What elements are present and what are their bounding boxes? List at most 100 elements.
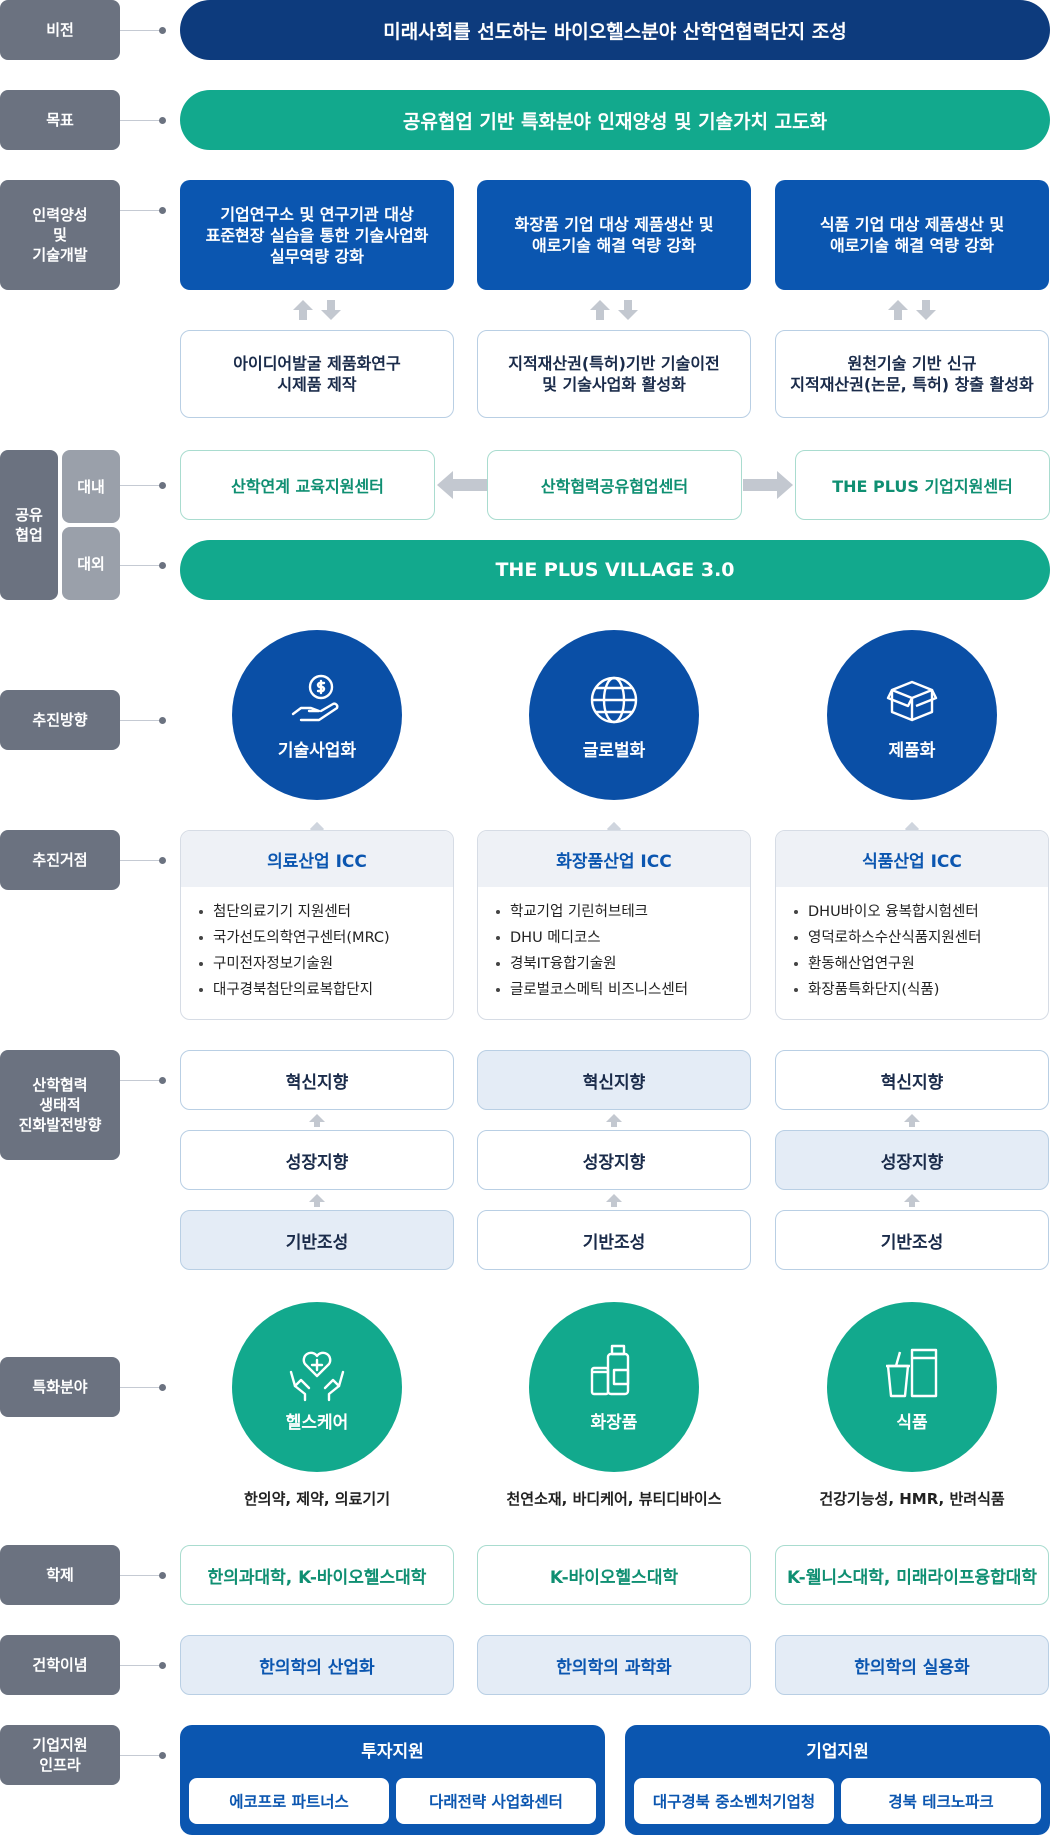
icc-item: 글로벌코스메틱 비즈니스센터 xyxy=(496,977,750,1003)
row-label-collab: 공유 협업 xyxy=(0,450,58,600)
connector xyxy=(120,1387,162,1388)
icc-item: 첨단의료기기 지원센터 xyxy=(199,899,453,925)
connector-dot xyxy=(159,117,166,124)
row-label-special: 특화분야 xyxy=(0,1357,120,1417)
connector xyxy=(120,30,162,31)
direction-label-3: 제품화 xyxy=(888,740,936,761)
row-label-direction: 추진방향 xyxy=(0,690,120,750)
connector-dot xyxy=(159,207,166,214)
academic-box-3: K-웰니스대학, 미래라이프융합대학 xyxy=(775,1545,1049,1605)
collab-box-plus-center: THE PLUS 기업지원센터 xyxy=(795,450,1050,520)
ecosystem-level-box: 혁신지향 xyxy=(180,1050,454,1110)
direction-label-2: 글로벌화 xyxy=(582,740,646,761)
connector-dot xyxy=(159,857,166,864)
icc-card-1: 의료산업 ICC 첨단의료기기 지원센터 국가선도의학연구센터(MRC) 구미전… xyxy=(180,830,454,1020)
ecosystem-level-box: 성장지향 xyxy=(775,1130,1049,1190)
up-arrow-icon xyxy=(309,1194,325,1207)
connector xyxy=(120,565,162,566)
direction-label-1: 기술사업화 xyxy=(277,740,357,761)
box-icon xyxy=(886,680,938,721)
connector xyxy=(120,210,162,211)
icc-item: 국가선도의학연구센터(MRC) xyxy=(199,925,453,951)
special-circle-2: 화장품 xyxy=(529,1302,699,1472)
heart-hands-icon xyxy=(289,1351,345,1401)
connector xyxy=(120,860,162,861)
infra-item: 경북 테크노파크 xyxy=(841,1778,1041,1824)
connector xyxy=(120,485,162,486)
collab-external-label: 대외 xyxy=(62,527,120,600)
infra-item: 에코프로 파트너스 xyxy=(189,1778,389,1824)
icc-item: 화장품특화단지(식품) xyxy=(794,977,1048,1003)
goal-bar: 공유협업 기반 특화분야 인재양성 및 기술가치 고도화 xyxy=(180,90,1050,150)
row-label-goal: 목표 xyxy=(0,90,120,150)
icc-item: 환동해산업연구원 xyxy=(794,951,1048,977)
special-label-2: 화장품 xyxy=(590,1412,638,1433)
special-caption-2: 천연소재, 바디케어, 뷰티디바이스 xyxy=(506,1490,722,1508)
infra-item: 대구경북 중소벤처기업청 xyxy=(634,1778,834,1824)
philosophy-box-3: 한의학의 실용화 xyxy=(775,1635,1049,1695)
talent-sub-box-3: 원천기술 기반 신규 지적재산권(논문, 특허) 창출 활성화 xyxy=(775,330,1049,418)
icc-card-3: 식품산업 ICC DHU바이오 융복합시험센터 영덕로하스수산식품지원센터 환동… xyxy=(775,830,1049,1020)
icc-item: DHU 메디코스 xyxy=(496,925,750,951)
row-label-academic: 학제 xyxy=(0,1545,120,1605)
row-label-talent: 인력양성 및 기술개발 xyxy=(0,180,120,290)
connector xyxy=(120,1575,162,1576)
connector xyxy=(120,120,162,121)
special-caption-3: 건강기능성, HMR, 반려식품 xyxy=(819,1490,1005,1508)
special-label-3: 식품 xyxy=(896,1412,928,1433)
philosophy-box-1: 한의학의 산업화 xyxy=(180,1635,454,1695)
up-arrow-icon xyxy=(309,1114,325,1127)
icc-title: 화장품산업 ICC xyxy=(478,831,750,887)
icc-item: 대구경북첨단의료복합단지 xyxy=(199,977,453,1003)
icc-title: 식품산업 ICC xyxy=(776,831,1048,887)
cosmetics-icon xyxy=(590,1344,630,1395)
icc-title: 의료산업 ICC xyxy=(181,831,453,887)
direction-circle-1: 기술사업화 xyxy=(232,630,402,800)
connector-dot xyxy=(159,1384,166,1391)
collab-box-edu-center: 산학연계 교육지원센터 xyxy=(180,450,435,520)
row-label-ecosystem: 산학협력 생태적 진화발전방향 xyxy=(0,1050,120,1160)
academic-box-1: 한의과대학, K-바이오헬스대학 xyxy=(180,1545,454,1605)
special-label-1: 헬스케어 xyxy=(285,1412,349,1433)
up-arrow-icon xyxy=(904,1114,920,1127)
ecosystem-level-box: 기반조성 xyxy=(775,1210,1049,1270)
ecosystem-level-box: 성장지향 xyxy=(477,1130,751,1190)
external-bar: THE PLUS VILLAGE 3.0 xyxy=(180,540,1050,600)
collab-arrows xyxy=(437,471,793,499)
infra-group-title: 투자지원 xyxy=(361,1742,424,1762)
row-label-infra: 기업지원 인프라 xyxy=(0,1725,120,1785)
special-circle-1: 헬스케어 xyxy=(232,1302,402,1472)
connector-dot xyxy=(159,1572,166,1579)
direction-circle-2: 글로벌화 xyxy=(529,630,699,800)
icc-item: 학교기업 기린허브테크 xyxy=(496,899,750,925)
up-arrow-icon xyxy=(606,1114,622,1127)
row-label-philosophy: 건학이념 xyxy=(0,1635,120,1695)
ecosystem-level-box: 혁신지향 xyxy=(477,1050,751,1110)
ecosystem-level-box: 혁신지향 xyxy=(775,1050,1049,1110)
collab-box-share-center: 산학협력공유협업센터 xyxy=(487,450,742,520)
connector xyxy=(120,1755,162,1756)
globe-icon xyxy=(590,676,638,723)
special-caption-1: 한의약, 제약, 의료기기 xyxy=(243,1490,391,1508)
connector-dot xyxy=(159,482,166,489)
connector-dot xyxy=(159,1077,166,1084)
connector xyxy=(120,1080,162,1081)
connector-dot xyxy=(159,717,166,724)
connector-dot xyxy=(159,1752,166,1759)
food-icon xyxy=(886,1348,938,1397)
up-arrow-icon xyxy=(904,1194,920,1207)
ecosystem-level-box: 기반조성 xyxy=(180,1210,454,1270)
special-circle-3: 식품 xyxy=(827,1302,997,1472)
talent-sub-box-1: 아이디어발굴 제품화연구 시제품 제작 xyxy=(180,330,454,418)
collab-internal-label: 대내 xyxy=(62,450,120,523)
talent-box-3: 식품 기업 대상 제품생산 및 애로기술 해결 역량 강화 xyxy=(775,180,1049,290)
icc-item: 구미전자정보기술원 xyxy=(199,951,453,977)
talent-sub-box-2: 지적재산권(특허)기반 기술이전 및 기술사업화 활성화 xyxy=(477,330,751,418)
icc-item: 경북IT융합기술원 xyxy=(496,951,750,977)
philosophy-box-2: 한의학의 과학화 xyxy=(477,1635,751,1695)
updown-arrows xyxy=(293,300,936,320)
connector xyxy=(120,720,162,721)
row-label-base: 추진거점 xyxy=(0,830,120,890)
infra-group-support: 기업지원 대구경북 중소벤처기업청 경북 테크노파크 xyxy=(625,1725,1050,1835)
infra-item: 다래전략 사업화센터 xyxy=(396,1778,596,1824)
